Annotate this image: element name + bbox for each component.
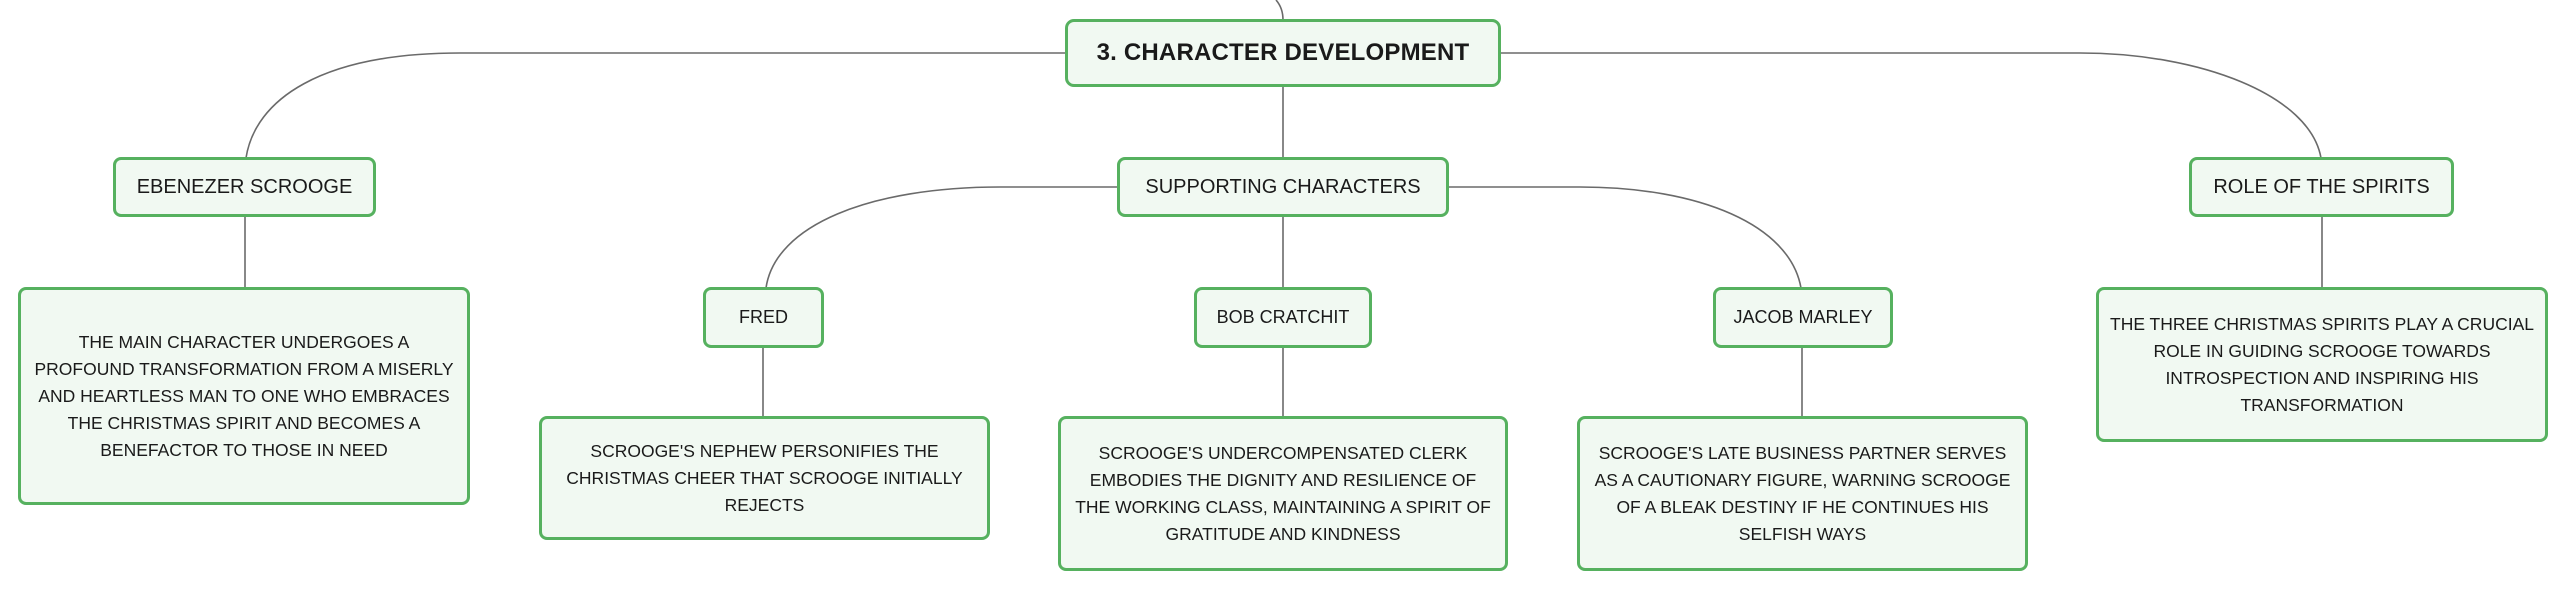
character-node-label: JACOB MARLEY <box>1733 307 1873 327</box>
branch-node-role-of-the-spirits[interactable]: ROLE OF THE SPIRITS <box>2189 157 2454 217</box>
description-text: SCROOGE'S LATE BUSINESS PARTNER SERVES A… <box>1594 442 2011 544</box>
character-node-label: FRED <box>739 307 788 327</box>
character-node-jacob-marley[interactable]: JACOB MARLEY <box>1713 287 1893 348</box>
character-node-label: BOB CRATCHIT <box>1216 307 1350 327</box>
root-node-label: 3. CHARACTER DEVELOPMENT <box>1096 39 1470 66</box>
description-text: SCROOGE'S UNDERCOMPENSATED CLERK EMBODIE… <box>1075 442 1491 544</box>
description-text: THE THREE CHRISTMAS SPIRITS PLAY A CRUCI… <box>2110 313 2534 415</box>
connector-supporting-fred <box>765 186 1118 289</box>
connector-parent <box>1275 0 1284 21</box>
character-node-fred[interactable]: FRED <box>703 287 824 348</box>
character-node-bob-cratchit[interactable]: BOB CRATCHIT <box>1194 287 1372 348</box>
description-node-ebenezer-scrooge[interactable]: THE MAIN CHARACTER UNDERGOES A PROFOUND … <box>18 287 470 505</box>
description-node-jacob-marley[interactable]: SCROOGE'S LATE BUSINESS PARTNER SERVES A… <box>1577 416 2028 571</box>
branch-node-label: EBENEZER SCROOGE <box>136 175 353 198</box>
description-text: THE MAIN CHARACTER UNDERGOES A PROFOUND … <box>34 331 454 460</box>
description-node-role-of-the-spirits[interactable]: THE THREE CHRISTMAS SPIRITS PLAY A CRUCI… <box>2096 287 2548 442</box>
branch-node-label: ROLE OF THE SPIRITS <box>2213 175 2430 198</box>
branch-node-supporting-characters[interactable]: SUPPORTING CHARACTERS <box>1117 157 1449 217</box>
connector-root-scrooge <box>245 52 1066 159</box>
description-node-bob-cratchit[interactable]: SCROOGE'S UNDERCOMPENSATED CLERK EMBODIE… <box>1058 416 1508 571</box>
connector-root-spirits <box>1500 52 2322 159</box>
description-text: SCROOGE'S NEPHEW PERSONIFIES THE CHRISTM… <box>566 440 963 515</box>
branch-node-label: SUPPORTING CHARACTERS <box>1145 175 1421 198</box>
branch-node-ebenezer-scrooge[interactable]: EBENEZER SCROOGE <box>113 157 376 217</box>
connector-supporting-marley <box>1448 186 1802 289</box>
root-node[interactable]: 3. CHARACTER DEVELOPMENT <box>1065 19 1501 87</box>
description-node-fred[interactable]: SCROOGE'S NEPHEW PERSONIFIES THE CHRISTM… <box>539 416 990 540</box>
